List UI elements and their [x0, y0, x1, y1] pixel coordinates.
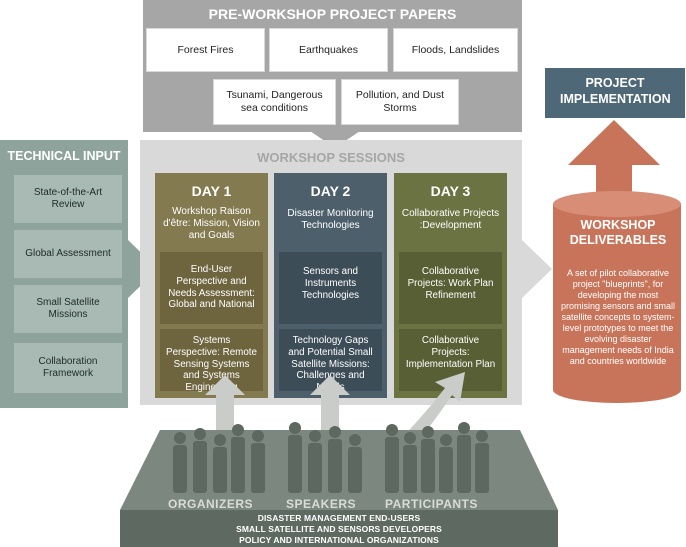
- paper-forest-fires: Forest Fires: [146, 28, 265, 72]
- audience-policy: POLICY AND INTERNATIONAL ORGANIZATIONS: [239, 535, 439, 545]
- audience-end-users: DISASTER MANAGEMENT END-USERS: [257, 513, 421, 523]
- audience-developers: SMALL SATELLITE AND SENSORS DEVELOPERS: [236, 524, 442, 534]
- pre-workshop-arrow: [310, 131, 360, 148]
- day2-box-1: Sensors and Instruments Technologies: [279, 252, 382, 324]
- day1-box-2: Systems Perspective: Remote Sensing Syst…: [160, 329, 263, 393]
- tech-item-state-of-the-art: State-of-the-Art Review: [14, 175, 122, 223]
- paper-tsunami: Tsunami, Dangerous sea conditions: [213, 79, 336, 125]
- paper-floods-landslides: Floods, Landslides: [393, 28, 518, 72]
- paper-earthquakes: Earthquakes: [269, 28, 388, 72]
- technical-input-title: TECHNICAL INPUT: [7, 149, 121, 163]
- day1-title: DAY 1: [191, 183, 232, 199]
- deliverables-cylinder: [553, 191, 681, 403]
- speakers-label: SPEAKERS: [286, 497, 357, 511]
- project-implementation-box: [545, 68, 685, 118]
- implementation-up-arrow: [568, 120, 660, 210]
- day2-subtitle: Disaster Monitoring Technologies: [287, 208, 374, 231]
- day3-box-1: Collaborative Projects: Work Plan Refine…: [399, 252, 502, 324]
- tech-item-global-assessment: Global Assessment: [14, 230, 122, 278]
- day3-subtitle: Collaborative Projects :Development: [401, 208, 500, 231]
- day2-box-2: Technology Gaps and Potential Small Sate…: [279, 329, 382, 393]
- day1-subtitle: Workshop Raison d'être: Mission, Vision …: [163, 206, 260, 241]
- tech-item-small-satellite: Small Satellite Missions: [14, 285, 122, 333]
- people-silhouettes: [173, 422, 489, 493]
- participants-label: PARTICIPANTS: [385, 497, 478, 511]
- pre-workshop-title: PRE-WORKSHOP PROJECT PAPERS: [208, 6, 457, 22]
- project-implementation-label: PROJECT IMPLEMENTATION: [560, 76, 671, 106]
- deliverables-text: A set of pilot collaborative project "bl…: [560, 268, 676, 366]
- tech-item-collaboration: Collaboration Framework: [14, 343, 122, 393]
- day1-box-1: End-User Perspective and Needs Assessmen…: [160, 252, 263, 324]
- day3-title: DAY 3: [430, 183, 471, 199]
- people-arrows: [205, 372, 465, 450]
- day2-title: DAY 2: [310, 183, 351, 199]
- workshop-sessions-title: WORKSHOP SESSIONS: [257, 150, 405, 165]
- paper-pollution: Pollution, and Dust Storms: [341, 79, 459, 125]
- organizers-label: ORGANIZERS: [168, 497, 254, 511]
- deliverables-title: WORKSHOP DELIVERABLES: [569, 218, 667, 247]
